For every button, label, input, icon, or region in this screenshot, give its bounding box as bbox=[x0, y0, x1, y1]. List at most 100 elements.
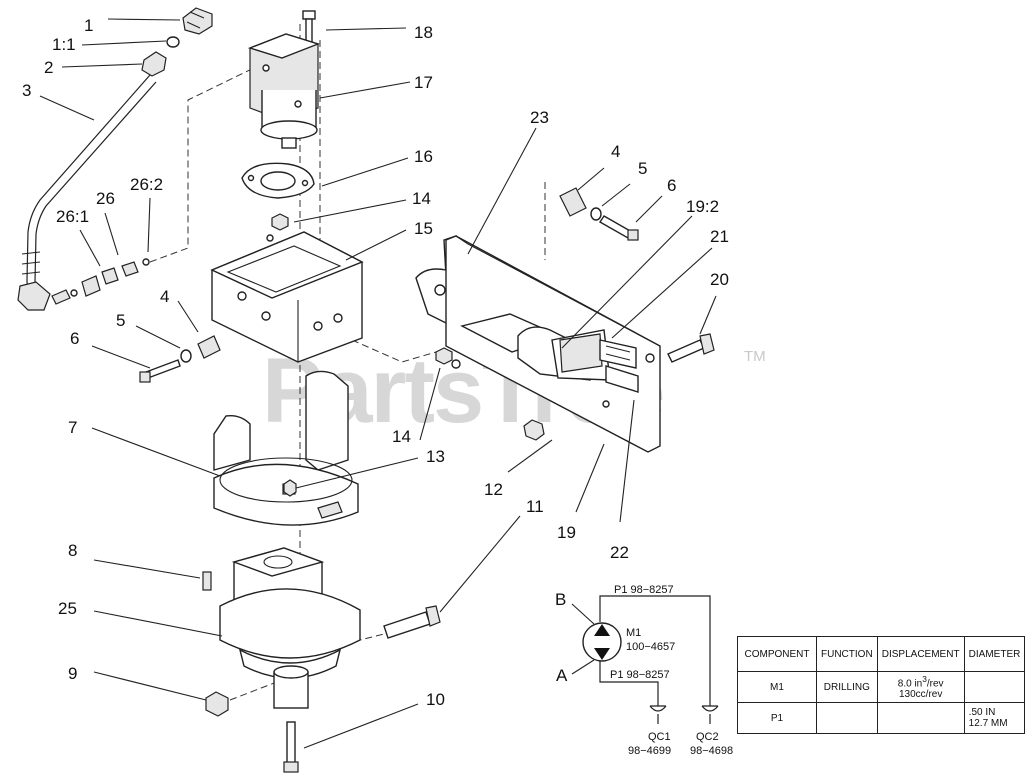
callout-8: 8 bbox=[68, 541, 77, 560]
callout-14-upper: 14 bbox=[412, 189, 431, 208]
table-row: P1 .50 IN 12.7 MM bbox=[737, 702, 1026, 735]
callout-9: 9 bbox=[68, 664, 77, 683]
spec-table-header: COMPONENT FUNCTION DISPLACEMENT DIAMETER bbox=[737, 636, 1026, 672]
callout-2: 2 bbox=[44, 58, 53, 77]
quick-coupler-qc2-symbol bbox=[701, 705, 719, 712]
bolt-part-6-left bbox=[139, 359, 181, 383]
callout-1-1: 1:1 bbox=[52, 35, 76, 54]
hydraulic-schematic bbox=[571, 595, 719, 724]
displacement-imperial-unit: /rev bbox=[926, 678, 944, 690]
callout-19: 19 bbox=[557, 523, 576, 542]
callout-5-right: 5 bbox=[638, 159, 647, 178]
hose-fittings-part-26 bbox=[51, 258, 150, 305]
pin-part-8 bbox=[202, 571, 212, 591]
callout-17: 17 bbox=[414, 73, 433, 92]
line-top-label: P1 98−8257 bbox=[614, 584, 674, 596]
spacer-part-4-left bbox=[197, 335, 221, 359]
displacement-metric: 130cc/rev bbox=[898, 689, 943, 701]
cell-component: P1 bbox=[737, 702, 817, 735]
nut-part-14-upper bbox=[266, 213, 289, 242]
callout-4-left: 4 bbox=[160, 287, 169, 306]
washer-part-5-left bbox=[180, 349, 192, 363]
alignment-line-hose bbox=[149, 63, 263, 263]
alignment-line-mount bbox=[351, 339, 437, 363]
hydraulic-motor-part-17 bbox=[247, 33, 321, 149]
callout-14-lower: 14 bbox=[392, 427, 411, 446]
callout-21: 21 bbox=[710, 227, 729, 246]
housing-part-7 bbox=[213, 370, 359, 526]
spec-table: COMPONENT FUNCTION DISPLACEMENT DIAMETER… bbox=[737, 636, 1026, 735]
callout-22: 22 bbox=[610, 543, 629, 562]
callout-19-2: 19:2 bbox=[686, 197, 719, 216]
qc1-part-number: 98−4699 bbox=[628, 745, 671, 757]
callout-23: 23 bbox=[530, 108, 549, 127]
line-bottom-label: P1 98−8257 bbox=[610, 669, 670, 681]
callout-26: 26 bbox=[96, 189, 115, 208]
callout-26-2: 26:2 bbox=[130, 175, 163, 194]
leader-lines bbox=[39, 18, 717, 749]
diameter-metric: 12.7 MM bbox=[968, 718, 1008, 730]
watermark-trademark: TM bbox=[744, 348, 766, 365]
port-a-label: A bbox=[556, 666, 568, 685]
header-diameter: DIAMETER bbox=[963, 636, 1026, 672]
bolt-part-11 bbox=[383, 605, 441, 639]
qc2-part-number: 98−4698 bbox=[690, 745, 733, 757]
callout-7: 7 bbox=[68, 418, 77, 437]
bolt-part-20 bbox=[645, 333, 715, 363]
callout-25: 25 bbox=[58, 599, 77, 618]
gasket-part-16 bbox=[241, 162, 315, 199]
callout-13: 13 bbox=[426, 447, 445, 466]
callout-18: 18 bbox=[414, 23, 433, 42]
nut-part-9 bbox=[205, 691, 229, 717]
callout-15: 15 bbox=[414, 219, 433, 238]
cell-component: M1 bbox=[737, 670, 817, 704]
nut-part-14-lower bbox=[435, 347, 461, 369]
motor-part-number: 100−4657 bbox=[626, 641, 675, 653]
header-component: COMPONENT bbox=[737, 636, 817, 672]
callout-3: 3 bbox=[22, 81, 31, 100]
cell-diameter bbox=[963, 670, 1026, 704]
callout-16: 16 bbox=[414, 147, 433, 166]
quick-coupler-qc1-symbol bbox=[649, 705, 667, 712]
callout-6-right: 6 bbox=[667, 176, 676, 195]
gearbox-part-25 bbox=[219, 547, 361, 709]
callout-20: 20 bbox=[710, 270, 729, 289]
displacement-exponent: 3 bbox=[922, 674, 927, 684]
cell-function bbox=[816, 702, 878, 735]
motor-symbol bbox=[582, 622, 622, 662]
cell-diameter: .50 IN 12.7 MM bbox=[963, 702, 1026, 735]
cell-function: DRILLING bbox=[816, 670, 878, 704]
mount-bracket-part-15 bbox=[210, 231, 364, 363]
hydraulic-hose-part-3 bbox=[17, 74, 157, 311]
motor-label: M1 bbox=[626, 627, 641, 639]
decal-part-21 bbox=[599, 339, 637, 369]
callout-1: 1 bbox=[84, 16, 93, 35]
callout-6-left: 6 bbox=[70, 329, 79, 348]
motor-arrow-up bbox=[594, 624, 610, 636]
bolt-part-6-right bbox=[599, 215, 639, 241]
qc1-label: QC1 bbox=[648, 731, 671, 743]
cell-displacement bbox=[876, 702, 965, 735]
spacer-part-4-right bbox=[559, 187, 587, 217]
cell-displacement: 8.0 in3/rev 130cc/rev bbox=[876, 670, 965, 704]
callout-12: 12 bbox=[484, 480, 503, 499]
port-b-label: B bbox=[555, 590, 566, 609]
o-ring-part-1-1 bbox=[166, 36, 180, 48]
decal-part-22 bbox=[605, 365, 639, 393]
table-row: M1 DRILLING 8.0 in3/rev 130cc/rev bbox=[737, 670, 1026, 704]
nut-part-13 bbox=[283, 479, 297, 497]
fitting-part-2 bbox=[141, 51, 167, 77]
callout-11: 11 bbox=[526, 497, 544, 516]
header-function: FUNCTION bbox=[816, 636, 878, 672]
bolt-part-10 bbox=[283, 721, 299, 773]
callout-26-1: 26:1 bbox=[56, 207, 89, 226]
callout-5-left: 5 bbox=[116, 311, 125, 330]
washer-part-5-right bbox=[590, 207, 602, 221]
nut-part-12 bbox=[523, 419, 545, 441]
callout-10: 10 bbox=[426, 690, 445, 709]
header-displacement: DISPLACEMENT bbox=[876, 636, 965, 672]
displacement-imperial: 8.0 in bbox=[897, 678, 923, 690]
motor-arrow-down bbox=[594, 648, 610, 660]
hose-fitting-part-1 bbox=[182, 7, 213, 35]
